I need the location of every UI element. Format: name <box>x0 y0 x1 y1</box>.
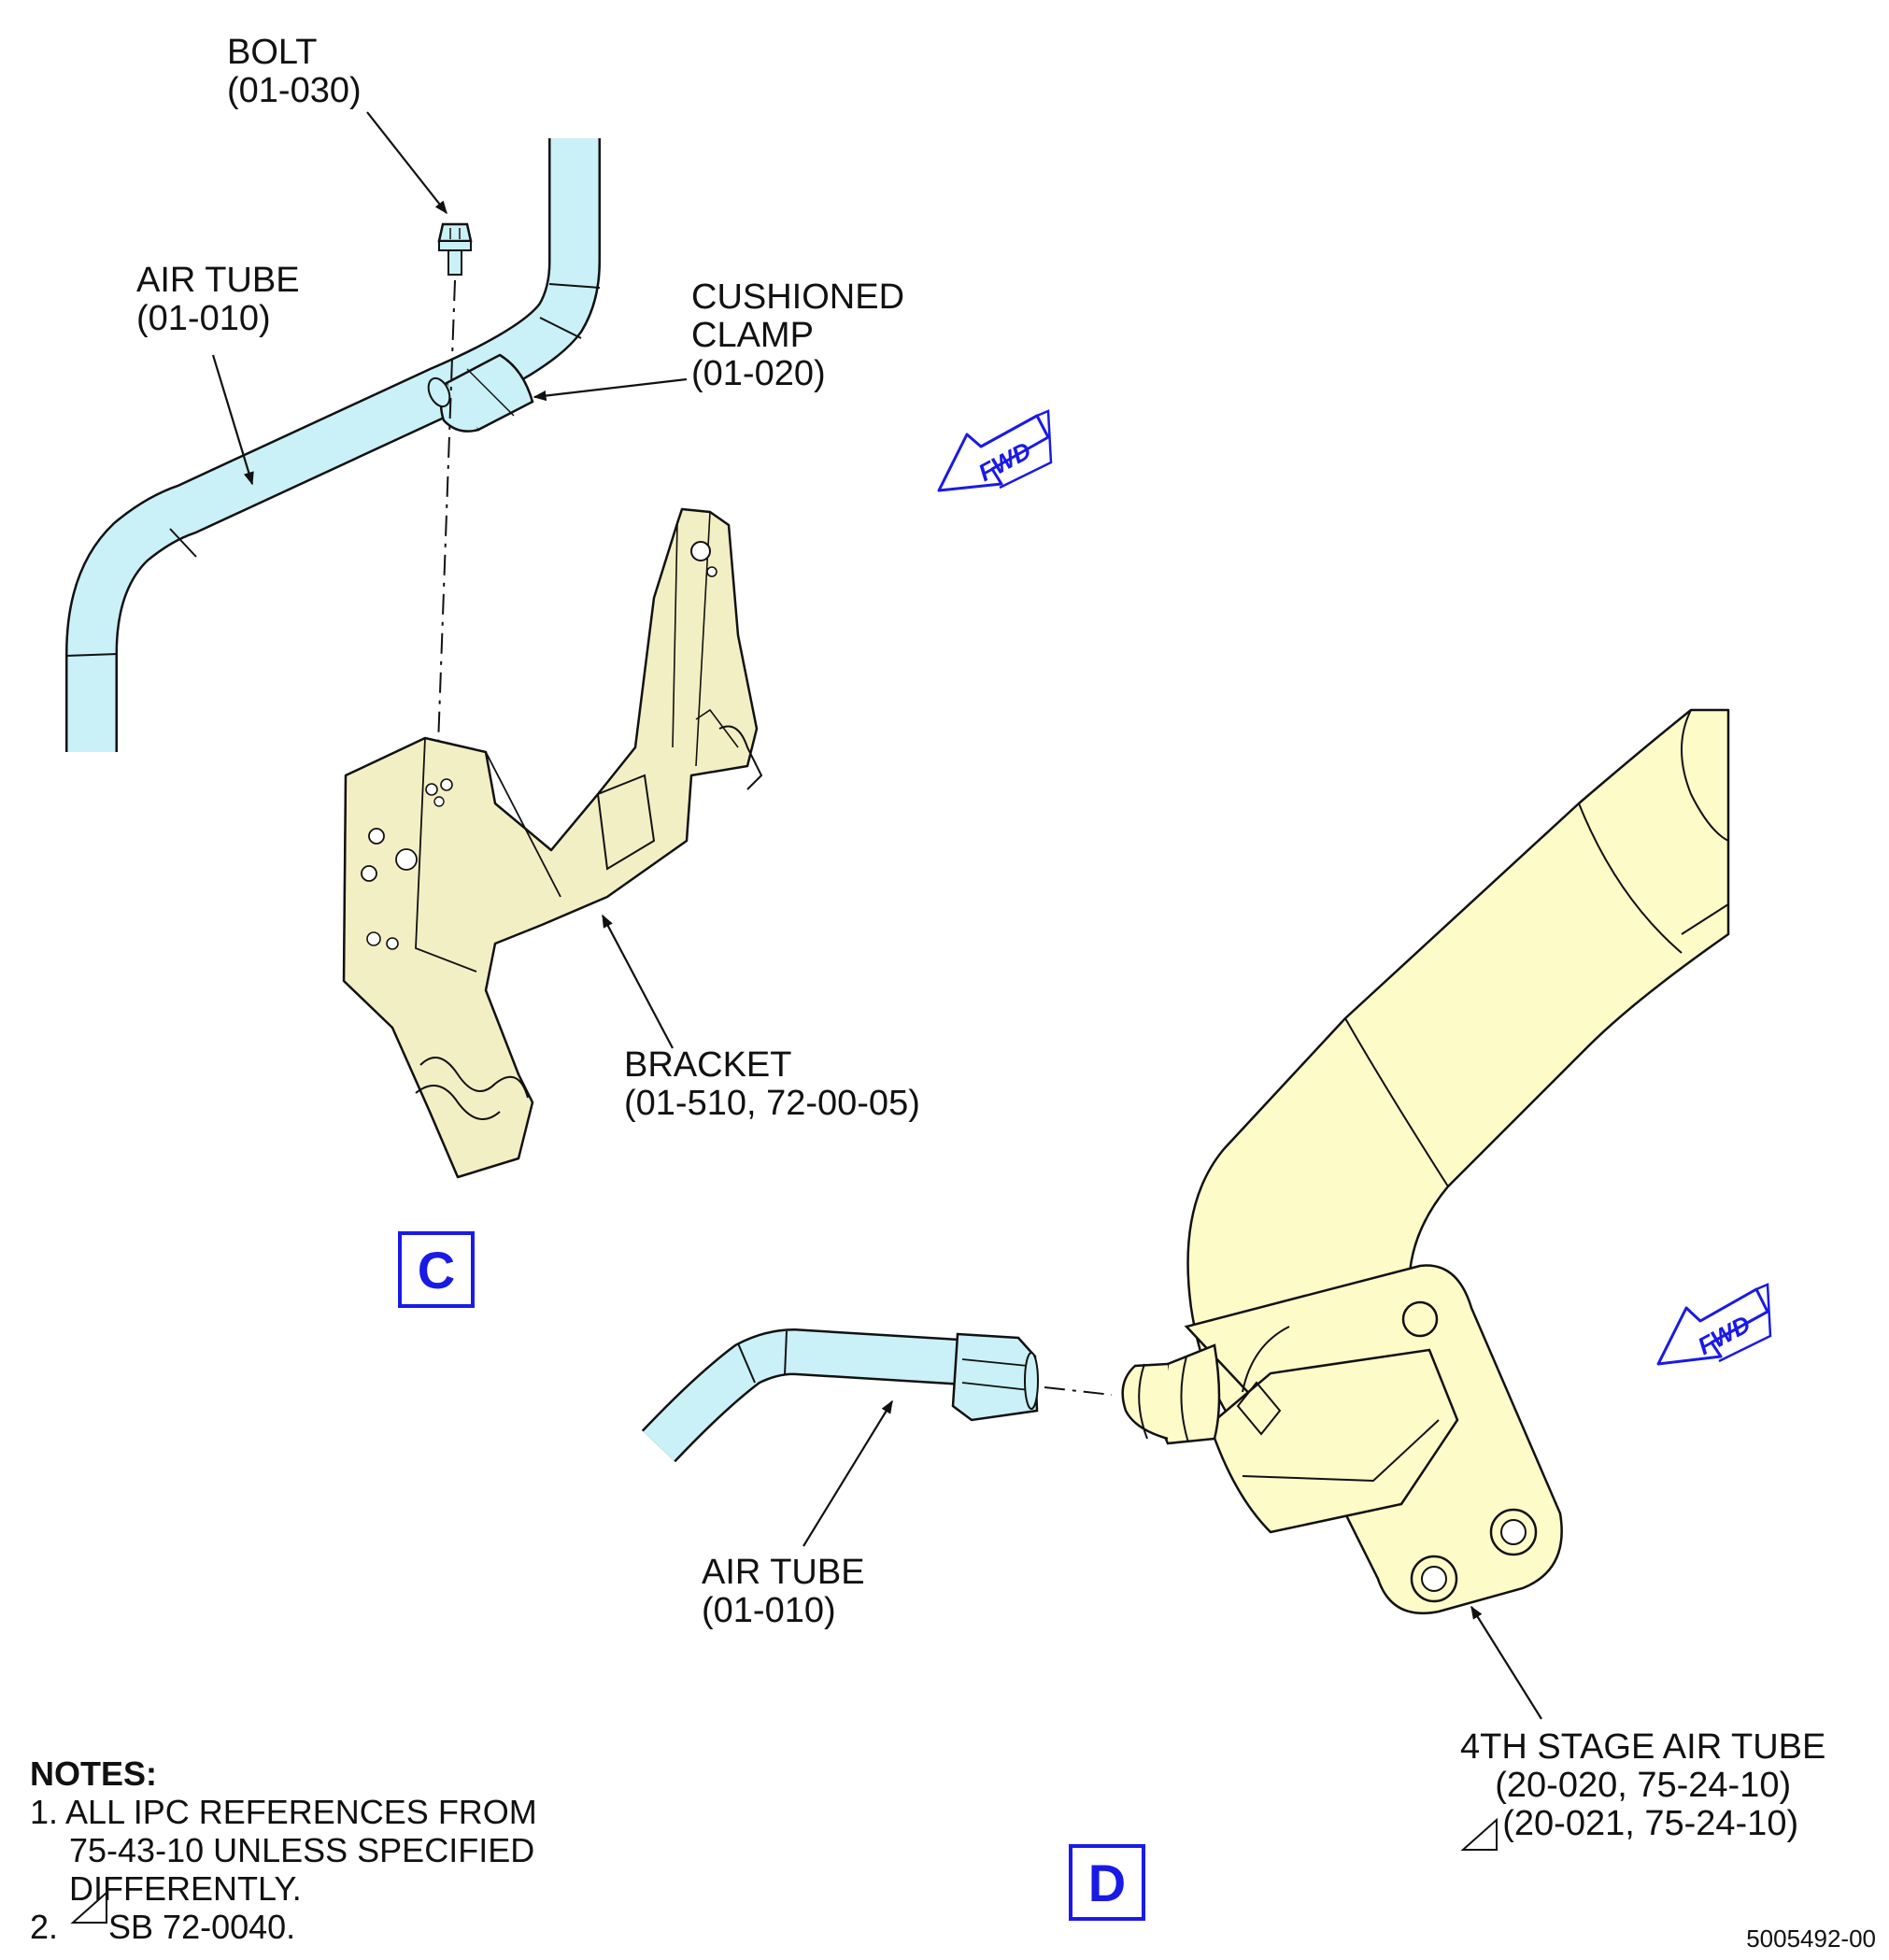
bracket-label: BRACKET(01-510, 72-00-05) <box>624 1045 920 1123</box>
effectivity-triangle-icon <box>70 1890 107 1924</box>
air-tube-icon <box>64 138 601 752</box>
fwd-arrow-icon: FWD <box>1656 1283 1772 1366</box>
air-tube-label-view-c: AIR TUBE(01-010) <box>136 261 300 338</box>
bracket-icon <box>342 507 763 1179</box>
note-2-reference: SB 72-0040. <box>108 1908 296 1946</box>
effectivity-triangle-icon <box>1460 1817 1498 1851</box>
note-1-line-2: 75-43-10 UNLESS SPECIFIED <box>69 1831 535 1869</box>
cushioned-clamp-icon <box>427 353 534 433</box>
drawing-number: 5005492-00 <box>1746 1924 1876 1953</box>
bolt-icon <box>437 222 473 276</box>
notes-title: NOTES: <box>30 1754 158 1793</box>
view-label-d: D <box>1069 1844 1145 1921</box>
centerline <box>1044 1386 1113 1396</box>
air-tube-label-view-d: AIR TUBE(01-010) <box>702 1553 865 1630</box>
notes-block: NOTES: 1. ALL IPC REFERENCES FROM 75-43-… <box>30 1754 537 1946</box>
b-nut-icon <box>951 1332 1039 1422</box>
fourth-stage-air-tube-label: 4TH STAGE AIR TUBE (20-020, 75-24-10) (2… <box>1460 1727 1826 1843</box>
leader-lines <box>211 111 1542 1720</box>
note-2: 2. SB 72-0040. <box>30 1908 296 1946</box>
bolt-label: BOLT(01-030) <box>227 33 362 110</box>
centerline <box>436 279 456 772</box>
fourth-stage-air-tube-icon <box>1121 708 1730 1615</box>
air-tube-icon <box>641 1328 964 1463</box>
fwd-arrow-icon: FWD <box>937 409 1053 492</box>
note-1-line-3: DIFFERENTLY. <box>69 1869 302 1908</box>
view-label-c: C <box>398 1231 475 1308</box>
note-1-line-1: 1. ALL IPC REFERENCES FROM <box>30 1793 537 1831</box>
